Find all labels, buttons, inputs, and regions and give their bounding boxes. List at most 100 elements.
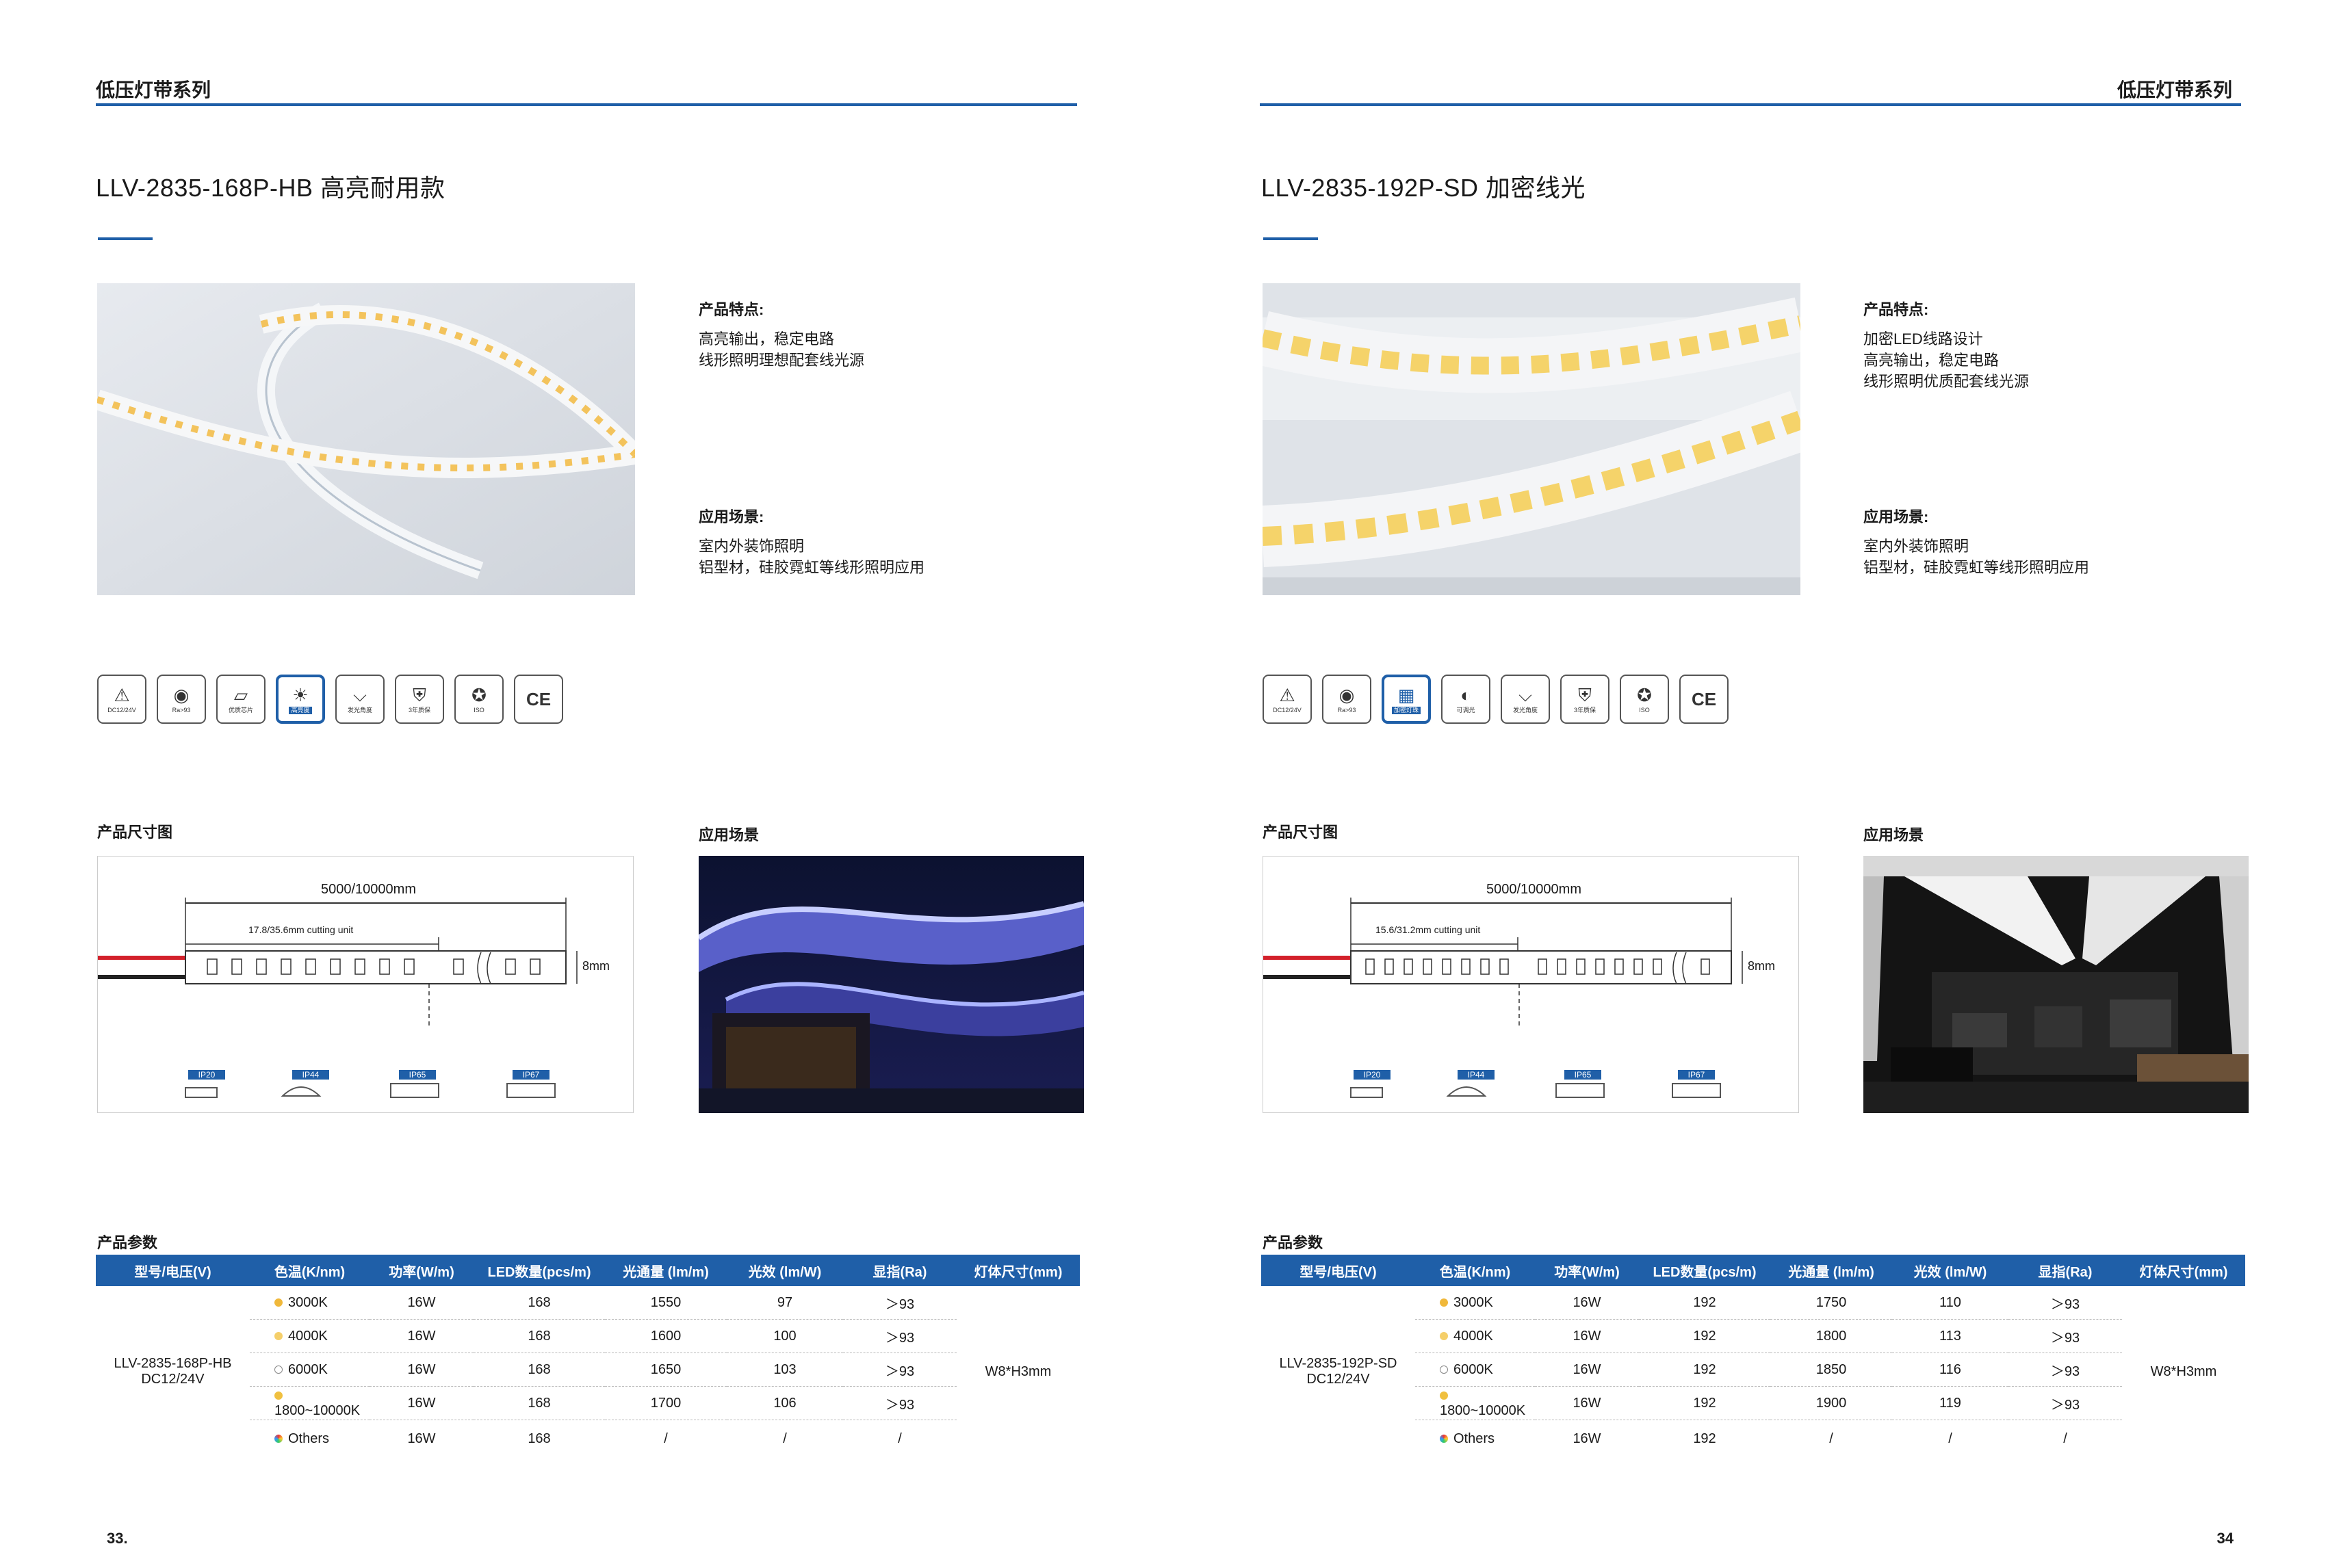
ip20-label: IP20 [188,1070,225,1080]
beam-angle-icon: ⌵发光角度 [335,675,385,724]
ce-icon: CE [1679,675,1729,724]
params-heading: 产品参数 [97,1234,158,1251]
title-underline [1263,237,1318,240]
feature-icons: ⚠DC12/24V ◉Ra>93 ▦加密灯珠 ◐可调光 ⌵发光角度 ⛨3年质保 … [1263,675,1729,724]
size-cell: W8*H3mm [2150,1363,2217,1379]
eye-ra-icon: ◉Ra>93 [157,675,206,724]
shield-icon: ⛨3年质保 [395,675,444,724]
color-dot-icon [274,1391,283,1400]
color-dot-icon [1440,1298,1448,1307]
ip65-label: IP65 [1564,1070,1601,1080]
col-size: 灯体尺寸(mm) [957,1255,1080,1286]
cutting-unit-label: 17.8/35.6mm cutting unit [248,924,354,935]
col-flux: 光通量 (lm/m) [1770,1255,1892,1286]
col-flux: 光通量 (lm/m) [605,1255,727,1286]
width-label: 8mm [582,959,610,973]
page-right: 低压灯带系列 LLV-2835-192P-SD 加密线光 产品特点: 加密LED… [1164,0,2328,1568]
ip65-label: IP65 [399,1070,436,1080]
product-photo [97,283,635,595]
product-photo [1263,283,1800,595]
col-led: LED数量(pcs/m) [1639,1255,1770,1286]
params-heading: 产品参数 [1263,1234,1323,1251]
table-header-row: 型号/电压(V) 色温(K/nm) 功率(W/m) LED数量(pcs/m) 光… [96,1255,1080,1286]
color-dot-icon [274,1332,283,1341]
col-efficacy: 光效 (lm/W) [727,1255,843,1286]
page-number: 33. [107,1530,128,1547]
col-power: 功率(W/m) [370,1255,474,1286]
ce-icon: CE [514,675,563,724]
col-led: LED数量(pcs/m) [474,1255,605,1286]
ip67-label: IP67 [1678,1070,1715,1080]
ip67-label: IP67 [513,1070,549,1080]
dimension-drawing: 5000/10000mm 15.6/31.2mm cutting unit 8m… [1263,856,1799,1113]
color-dot-icon [1440,1366,1448,1374]
page-left: 低压灯带系列 LLV-2835-168P-HB 高亮耐用款 产品特点: 高亮输出… [96,79,1084,1547]
page-number: 34 [2216,1530,2234,1547]
eye-ra-icon: ◉Ra>93 [1322,675,1371,724]
application-text: 室内外装饰照明 铝型材，硅胶霓虹等线形照明应用 [699,538,925,576]
voltage-icon: ⚠DC12/24V [97,675,146,724]
iso-icon: ✪ISO [1620,675,1669,724]
dense-led-icon: ▦加密灯珠 [1382,675,1431,724]
ip20-label: IP20 [1354,1070,1391,1080]
scene-heading: 应用场景 [699,826,760,844]
application-photo [1863,856,2249,1113]
application-photo [699,856,1084,1113]
color-dot-icon [274,1298,283,1307]
header-rule [1260,103,2241,106]
application-heading: 应用场景: [699,508,764,525]
title-underline [98,237,153,240]
voltage-icon: ⚠DC12/24V [1263,675,1312,724]
beam-angle-icon: ⌵发光角度 [1501,675,1550,724]
application-text: 室内外装饰照明 铝型材，硅胶霓虹等线形照明应用 [1863,538,2090,576]
col-ra: 显指(Ra) [843,1255,957,1286]
iso-icon: ✪ISO [454,675,504,724]
ip44-label: IP44 [292,1070,329,1080]
features-heading: 产品特点: [699,301,764,318]
rgb-dot-icon [274,1435,283,1443]
product-title: LLV-2835-168P-HB 高亮耐用款 [96,174,445,202]
application-heading: 应用场景: [1863,508,1929,525]
header-rule [96,103,1077,106]
dimension-drawing: 5000/10000mm 17.8/35.6mm cutting unit 8m… [97,856,634,1113]
series-label: 低压灯带系列 [2117,79,2232,101]
chip-icon: ▱优质芯片 [216,675,266,724]
features-text: 高亮输出，稳定电路 线形照明理想配套线光源 [699,330,865,369]
series-label: 低压灯带系列 [96,79,211,101]
color-dot-icon [1440,1391,1448,1400]
length-label: 5000/10000mm [1486,882,1581,897]
bulb-icon: ☀高亮度 [276,675,325,724]
scene-heading: 应用场景 [1863,826,1924,844]
col-model: 型号/电压(V) [1261,1255,1415,1286]
cutting-unit-label: 15.6/31.2mm cutting unit [1375,924,1481,935]
ip44-label: IP44 [1458,1070,1495,1080]
dimmable-icon: ◐可调光 [1441,675,1490,724]
col-size: 灯体尺寸(mm) [2122,1255,2245,1286]
features-text: 加密LED线路设计 高亮输出，稳定电路 线形照明优质配套线光源 [1863,330,2030,390]
spec-table: 型号/电压(V) 色温(K/nm) 功率(W/m) LED数量(pcs/m) 光… [1261,1255,2245,1457]
dimension-heading: 产品尺寸图 [97,824,173,841]
size-cell: W8*H3mm [985,1363,1052,1379]
length-label: 5000/10000mm [321,882,416,897]
col-model: 型号/电压(V) [96,1255,250,1286]
color-dot-icon [1440,1332,1448,1341]
product-title: LLV-2835-192P-SD 加密线光 [1261,174,1586,202]
col-ra: 显指(Ra) [2008,1255,2122,1286]
shield-icon: ⛨3年质保 [1560,675,1609,724]
col-cct: 色温(K/nm) [1415,1255,1535,1286]
feature-icons: ⚠DC12/24V ◉Ra>93 ▱优质芯片 ☀高亮度 ⌵发光角度 ⛨3年质保 … [97,675,563,724]
features-heading: 产品特点: [1863,301,1929,318]
width-label: 8mm [1748,959,1775,973]
col-cct: 色温(K/nm) [250,1255,370,1286]
